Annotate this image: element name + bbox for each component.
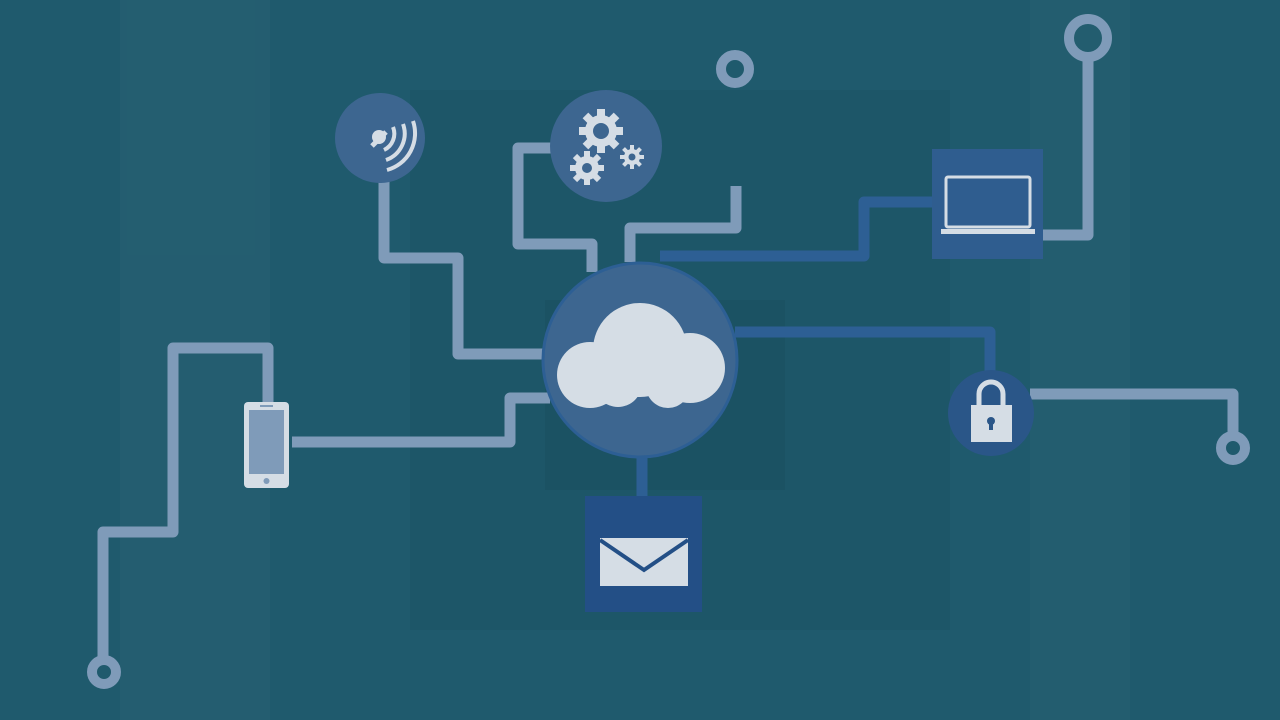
endpoint-rings [87, 14, 1250, 689]
mail-node [585, 496, 702, 612]
connector-stub-top [624, 186, 742, 262]
connector-laptop-ring [1040, 58, 1094, 241]
cloud-node [541, 261, 739, 459]
ring-top-center [716, 50, 754, 88]
connector-cloud-lock [735, 326, 996, 372]
lock-icon [971, 379, 1012, 442]
lock-node [948, 370, 1034, 456]
smartphone-node [244, 402, 289, 488]
smartphone-icon [244, 402, 289, 488]
laptop-node [932, 149, 1043, 259]
connector-cloud-laptop [660, 196, 935, 262]
gears-node [550, 90, 662, 202]
connector-phone-left [97, 342, 274, 660]
connector-phone-cloud [292, 392, 550, 448]
ring-right [1216, 431, 1250, 465]
connector-lines-dark [636, 196, 996, 497]
cloud-icon [557, 303, 725, 408]
connector-wifi-cloud [378, 180, 548, 360]
envelope-icon [598, 538, 690, 586]
laptop-icon [941, 175, 1035, 234]
wifi-node [335, 93, 425, 183]
ring-bottom-left [87, 655, 121, 689]
connector-lines [97, 58, 1239, 660]
connector-gears-cloud [512, 142, 598, 272]
wifi-icon [370, 120, 418, 172]
ring-top-right [1064, 14, 1112, 62]
connector-lock-ring [1030, 388, 1239, 436]
